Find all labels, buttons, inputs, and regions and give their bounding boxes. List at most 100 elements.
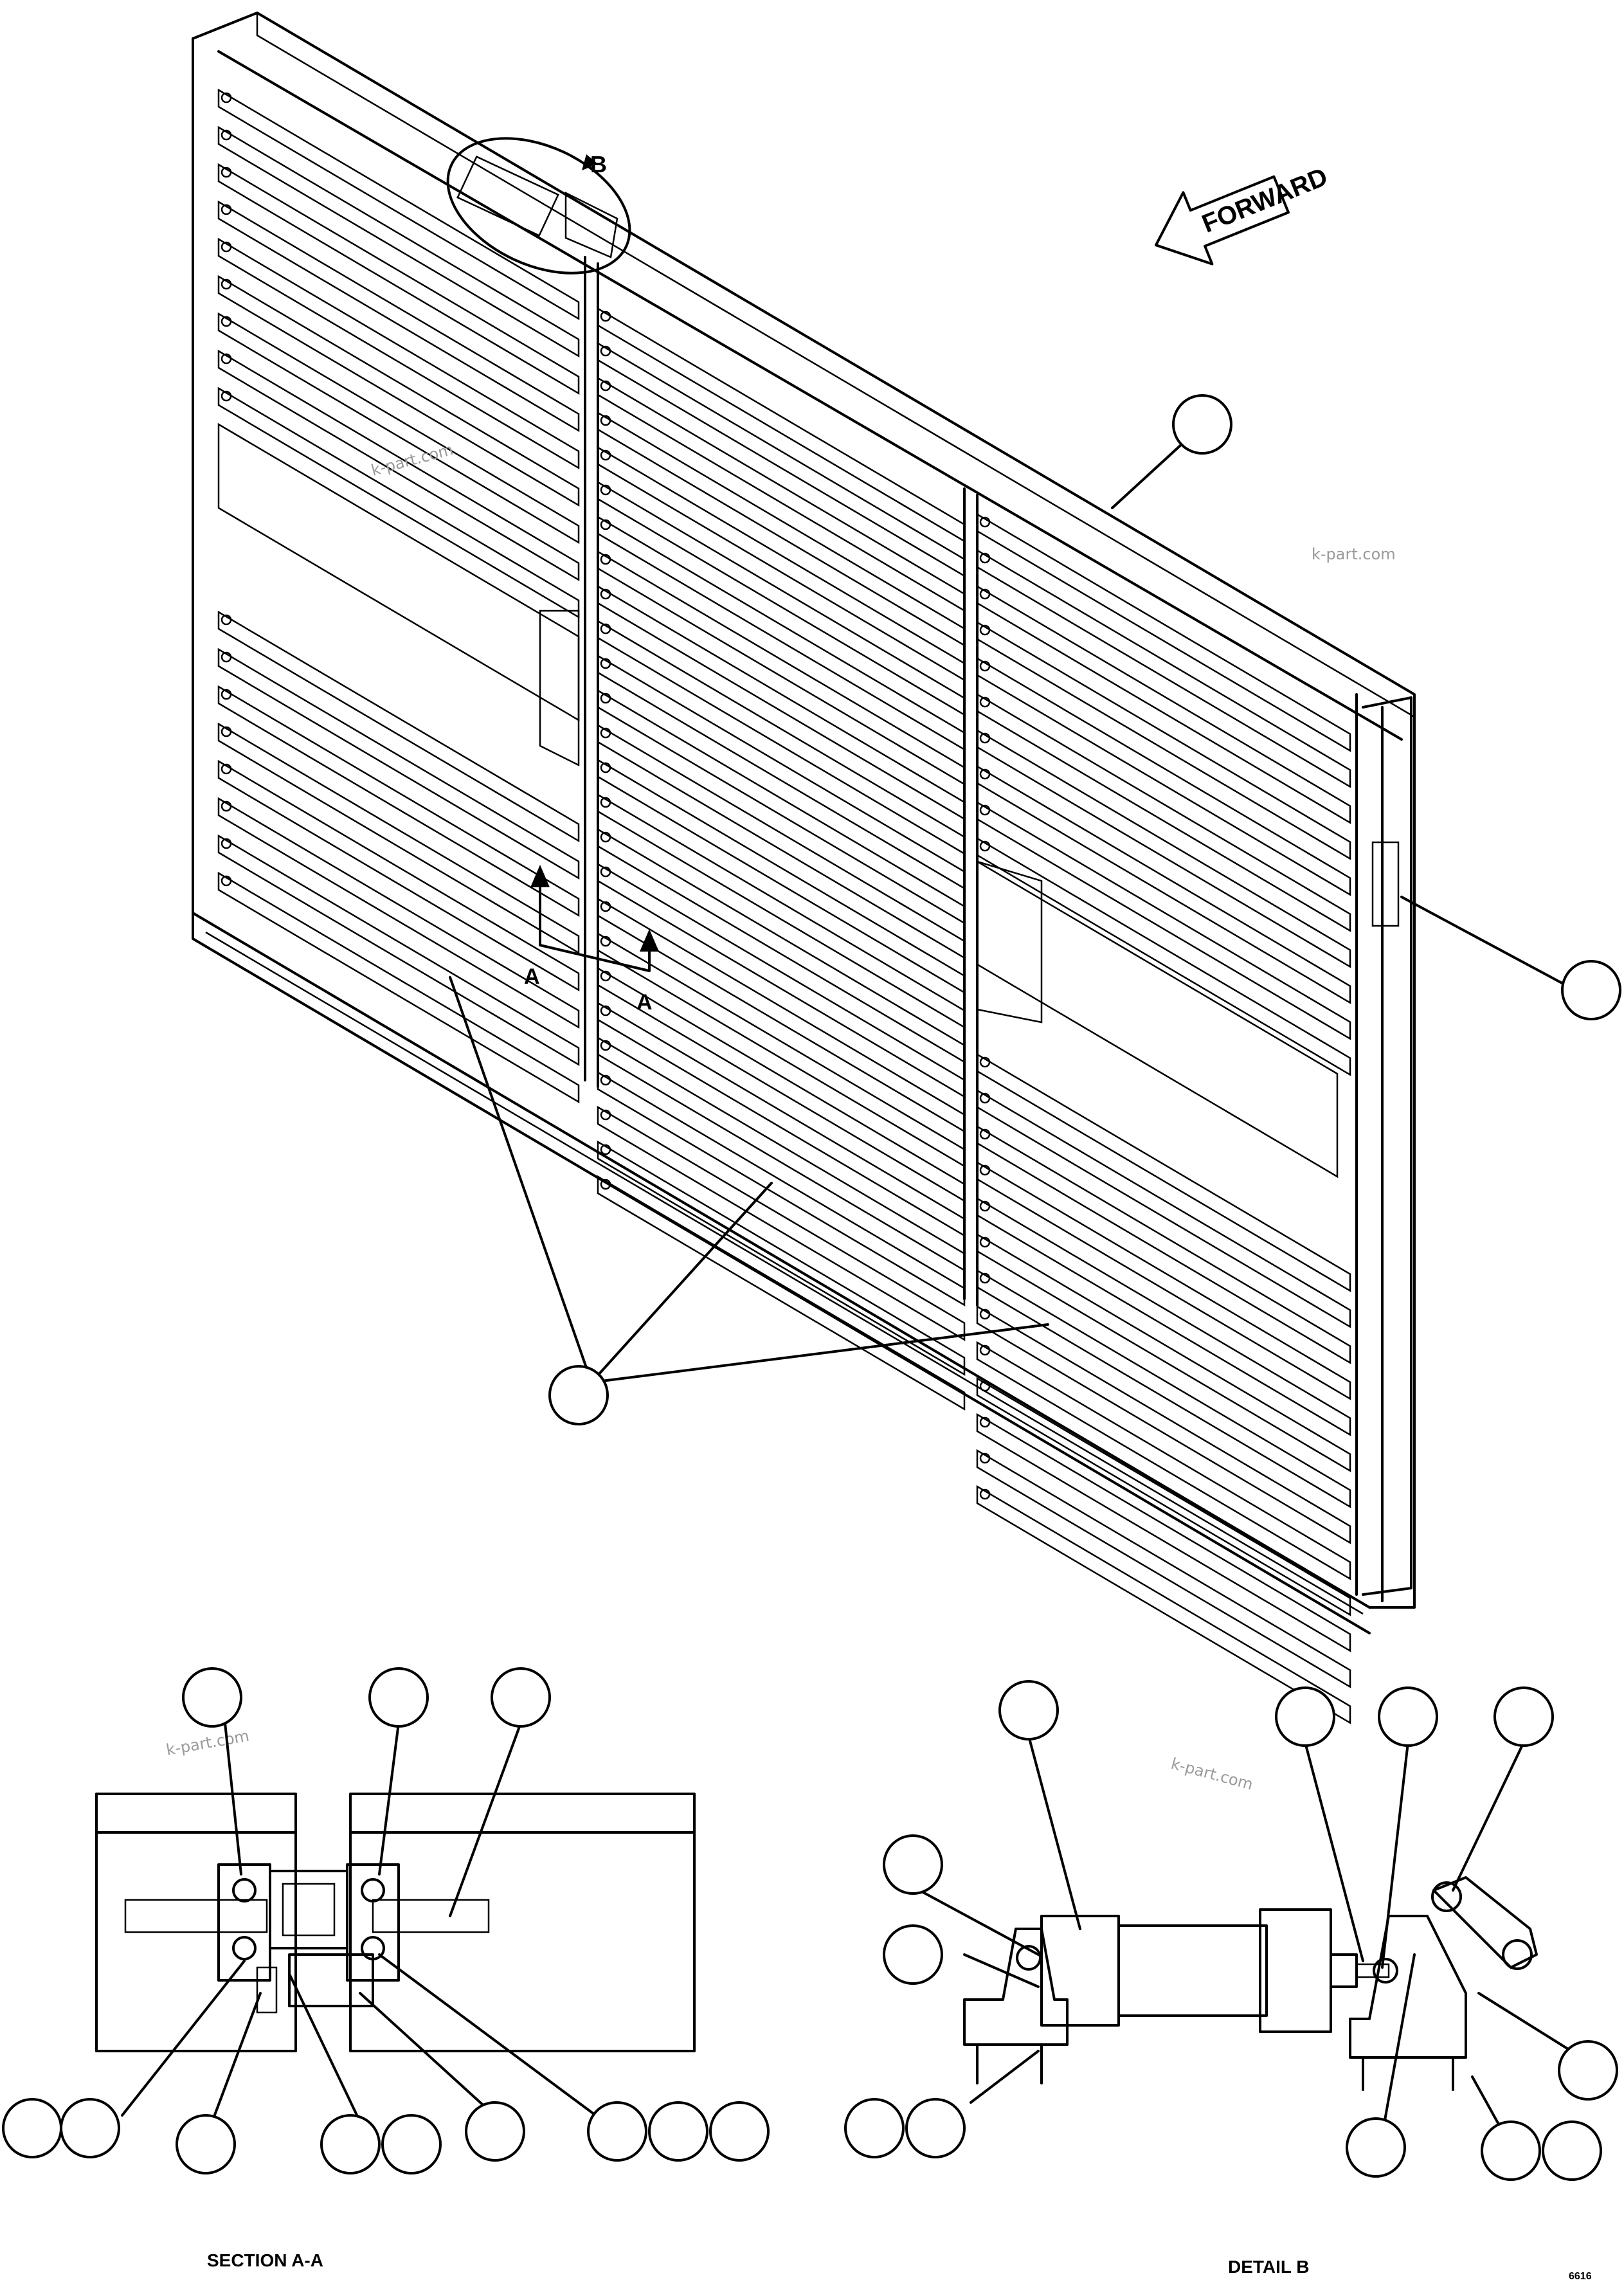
blade-pivot [979,804,991,816]
louver-blade [217,163,580,395]
louver-blade [597,1001,966,1237]
blade-pivot [221,353,232,365]
callout-frame [1172,394,1232,455]
blade-pivot [600,1179,611,1190]
louver-blade [976,764,1351,1004]
blade-pivot [221,129,232,141]
blade-pivot [600,554,611,565]
louver-blade [976,692,1351,932]
louver-blade [217,685,580,917]
blade-pivot [600,866,611,878]
blade-pivot [979,732,991,744]
blade-pivot [221,241,232,253]
louver-blade [976,728,1351,968]
louver-blade [597,689,966,925]
louver-blade [217,125,580,357]
louver-blade [976,1125,1351,1364]
blade-pivot [221,875,232,887]
blade-pivot [979,696,991,708]
louver-blade [597,1036,966,1272]
louver-blade [976,584,1351,824]
louver-blade [597,480,966,716]
detail-b-callout: B [446,137,631,275]
louver-blade [217,759,580,991]
blade-pivot [221,92,232,104]
forward-arrow: FORWARD [1155,163,1331,266]
blade-pivot [979,1308,991,1320]
blade-pivot [979,1488,991,1500]
louver-blade [217,275,580,507]
louver-blade [976,1269,1351,1508]
blade-pivot [221,726,232,737]
louver-blade [597,897,966,1133]
blade-pivot [979,1416,991,1428]
blade-pivot [979,516,991,528]
blade-pivot [221,763,232,775]
blade-pivot [221,689,232,700]
blade-pivot [979,1272,991,1284]
blade-pivot [600,311,611,322]
watermark-3: k-part.com [165,1727,251,1759]
louver-blade [597,723,966,959]
blade-pivot [600,692,611,704]
louver-blade [976,1197,1351,1436]
louver-blade [976,548,1351,788]
louver-blade [597,1105,966,1341]
blade-pivot [979,552,991,564]
louver-blade [217,647,580,880]
louver-blade [976,1341,1351,1580]
blade-pivot [979,660,991,672]
blade-pivot [221,800,232,812]
blade-pivot [221,316,232,327]
blade-pivot [979,1236,991,1248]
louver-blade [597,376,966,612]
blade-pivot [979,1056,991,1068]
louver-blade [597,584,966,820]
drawing-number: 6616 [1569,2271,1592,2282]
section-mark-a-left: A [524,964,540,989]
blade-pivot [600,623,611,635]
blade-pivot [600,415,611,426]
louver-blade [976,1161,1351,1400]
blade-pivot [979,840,991,852]
louver-blade [597,932,966,1168]
blade-pivot [600,970,611,982]
louver-blade [976,1305,1351,1544]
blade-pivot [221,651,232,663]
detail-mark-b: B [590,151,607,177]
louver-blade [597,550,966,786]
blade-pivot [979,1164,991,1176]
watermark-1: k-part.com [369,440,455,480]
blade-pivot [600,762,611,773]
louver-blade [976,1233,1351,1472]
blade-pivot [600,449,611,461]
blade-pivot [221,390,232,402]
louver-blade [597,862,966,1098]
blade-pivot [600,345,611,357]
blade-pivot [979,1200,991,1212]
louver-blade [597,307,966,543]
louver-blade [976,1449,1351,1688]
louver-blade [597,966,966,1202]
blade-pivot [600,1074,611,1086]
blade-pivot [979,1092,991,1104]
blade-pivot [600,797,611,808]
blade-pivot [221,167,232,178]
blade-pivot [600,380,611,392]
louver-blade [217,349,580,581]
blade-pivot [979,1344,991,1356]
louver-blade [976,1413,1351,1652]
watermark-2: k-part.com [1312,545,1396,563]
blade-pivot [221,204,232,215]
blade-pivot [600,727,611,739]
louver-blade [597,827,966,1063]
section-cut-marks: A A [524,865,659,1015]
section-mark-a-right: A [636,990,653,1015]
blade-pivot [600,588,611,600]
louver-blade [976,800,1351,1040]
louver-blade [217,88,580,320]
louver-blade [217,797,580,1029]
section-a-a-callouts [2,1667,770,2174]
section-a-a-title: SECTION A-A [207,2250,323,2270]
